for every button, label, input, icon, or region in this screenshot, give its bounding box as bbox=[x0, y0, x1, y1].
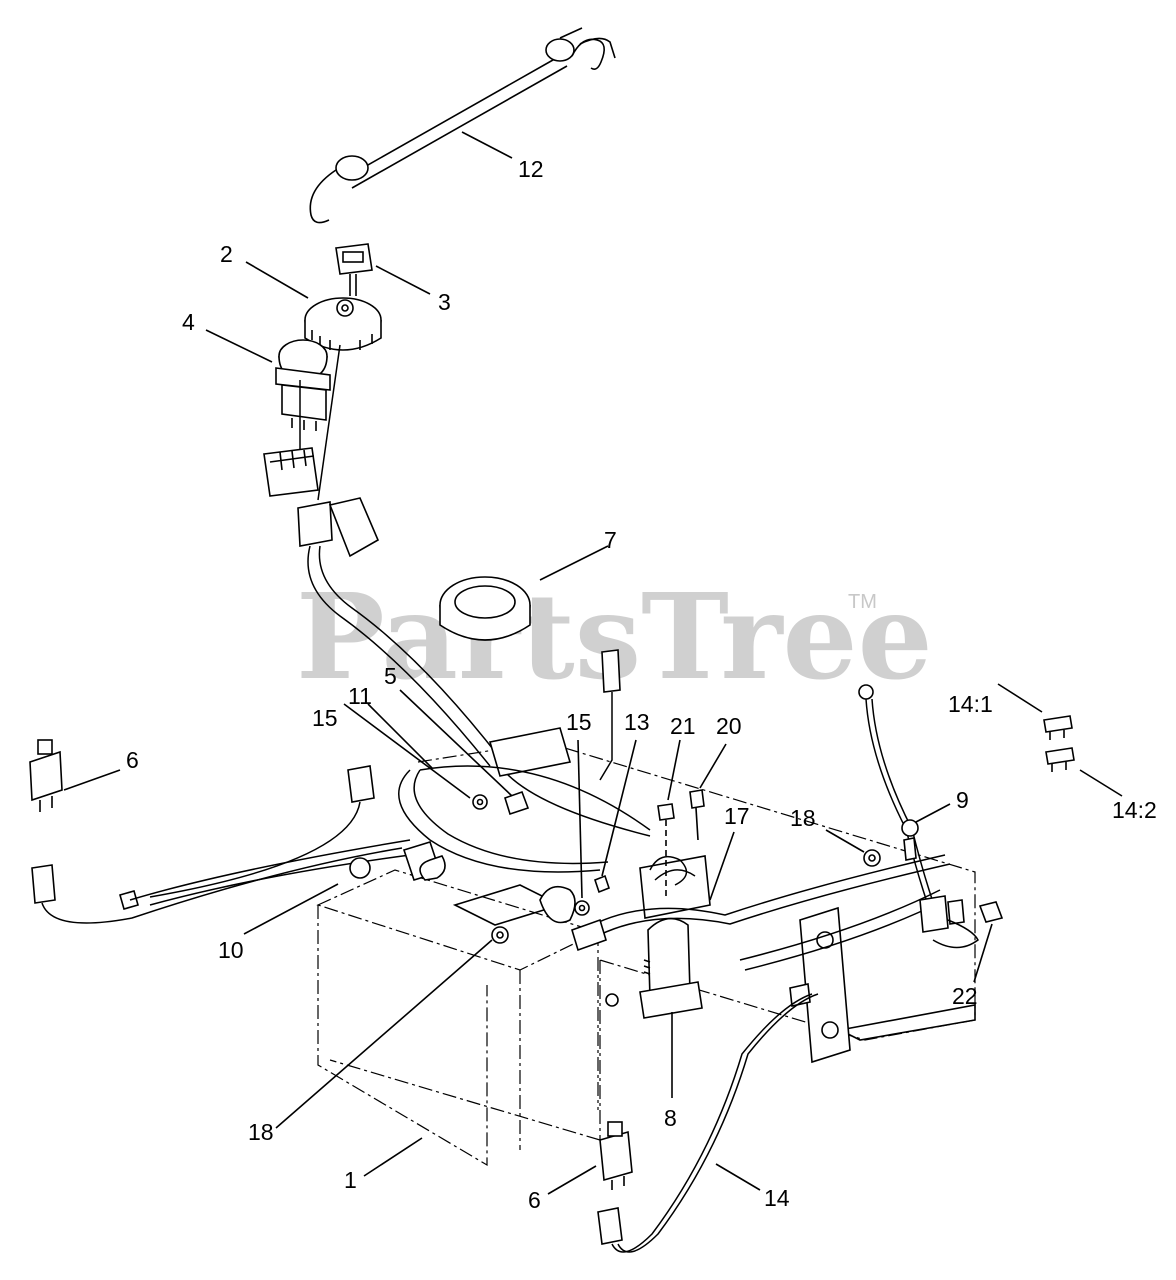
battery bbox=[316, 869, 600, 1167]
hitch-rod bbox=[309, 27, 616, 224]
ignition-switch bbox=[304, 243, 382, 351]
main-harness bbox=[297, 344, 651, 837]
ground-cable bbox=[858, 684, 933, 900]
callout-21: 21 bbox=[670, 713, 696, 739]
callout-8: 8 bbox=[664, 1105, 677, 1131]
callout-4: 4 bbox=[182, 309, 195, 335]
connector-block bbox=[263, 447, 319, 497]
seat-switch bbox=[439, 576, 531, 641]
lower-relay bbox=[597, 993, 819, 1253]
callout-1: 1 bbox=[344, 1167, 357, 1193]
callout-10: 10 bbox=[218, 937, 244, 963]
callout-11: 11 bbox=[348, 683, 372, 709]
callout-14: 14 bbox=[764, 1185, 790, 1211]
callout-14-2: 14:2 bbox=[1112, 797, 1157, 823]
callout-labels: 12 2 3 4 7 5 11 15 6 15 13 21 20 17 18 9… bbox=[126, 156, 1157, 1213]
watermark-trademark: TM bbox=[848, 591, 877, 613]
callout-2: 2 bbox=[220, 241, 233, 267]
callout-18-right: 18 bbox=[790, 805, 816, 831]
right-connector bbox=[919, 895, 1004, 949]
relay-upper bbox=[29, 739, 63, 812]
fuses bbox=[1043, 715, 1075, 772]
callout-9: 9 bbox=[956, 787, 969, 813]
callout-18-battery: 18 bbox=[248, 1119, 274, 1145]
battery-cable bbox=[571, 854, 951, 952]
callout-6-lower: 6 bbox=[528, 1187, 541, 1213]
pto-switch bbox=[275, 339, 331, 431]
callout-6-upper: 6 bbox=[126, 747, 139, 773]
callout-13: 13 bbox=[624, 709, 650, 735]
callout-14-1: 14:1 bbox=[948, 691, 993, 717]
callout-20: 20 bbox=[716, 713, 742, 739]
callout-5: 5 bbox=[384, 663, 397, 689]
callout-15-center: 15 bbox=[566, 709, 592, 735]
callout-22: 22 bbox=[952, 983, 978, 1009]
left-harness bbox=[31, 765, 442, 924]
callout-7: 7 bbox=[604, 527, 617, 553]
leader-lines bbox=[63, 131, 1123, 1195]
callout-12: 12 bbox=[518, 156, 544, 182]
solenoid-area bbox=[574, 789, 711, 1019]
frame-bracket bbox=[739, 889, 946, 1064]
callout-3: 3 bbox=[438, 289, 451, 315]
harness-loop bbox=[398, 765, 651, 881]
callout-15-left: 15 bbox=[312, 705, 338, 731]
seat-connector bbox=[599, 649, 621, 781]
callout-17: 17 bbox=[724, 803, 750, 829]
